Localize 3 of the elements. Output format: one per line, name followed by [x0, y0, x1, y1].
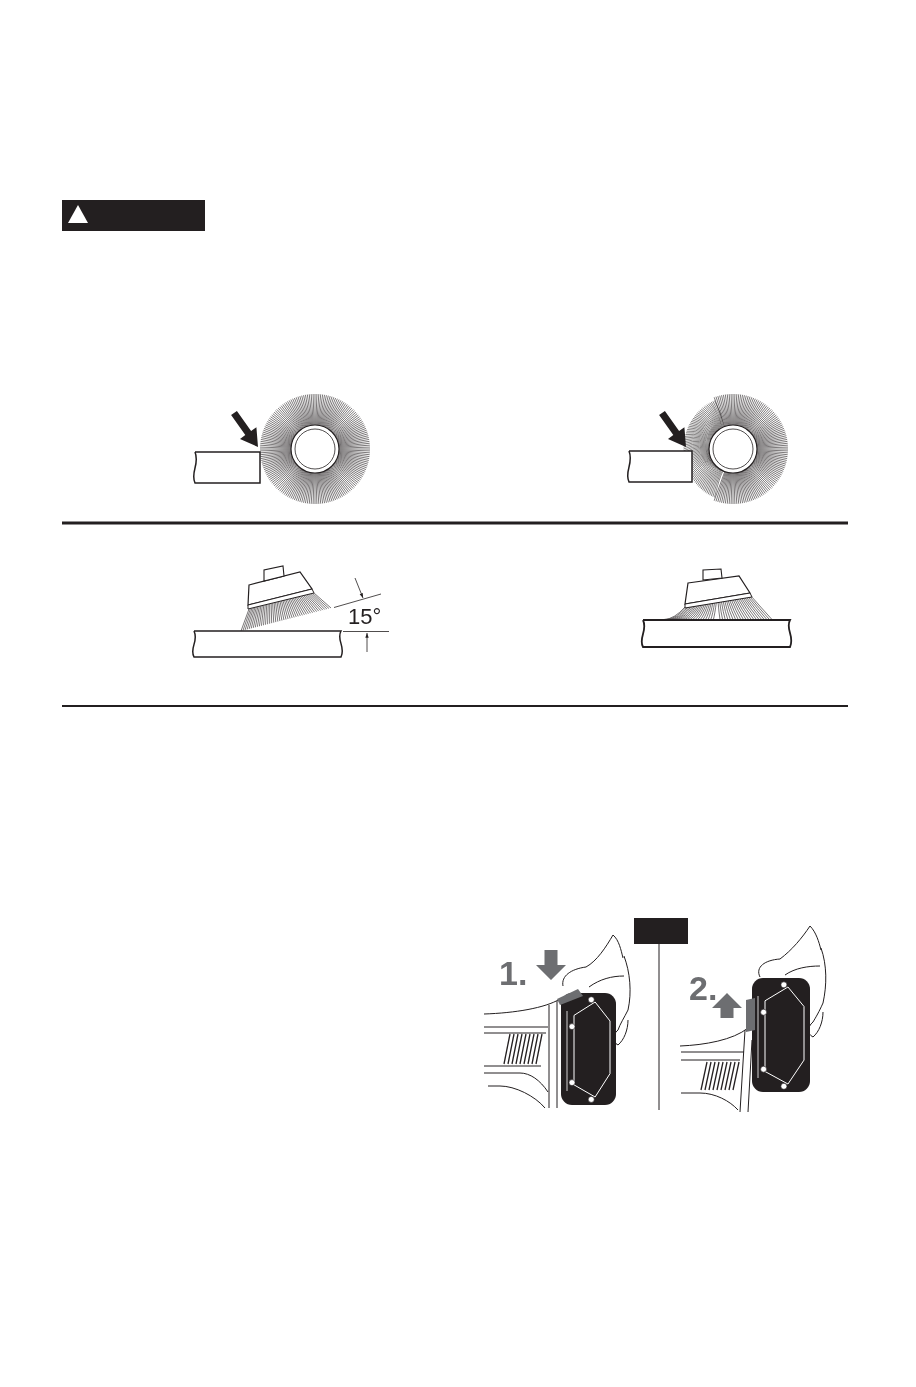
angle-label: 15°	[348, 606, 382, 628]
step-number: 2.	[689, 971, 718, 1005]
step-number: 1.	[499, 956, 528, 990]
